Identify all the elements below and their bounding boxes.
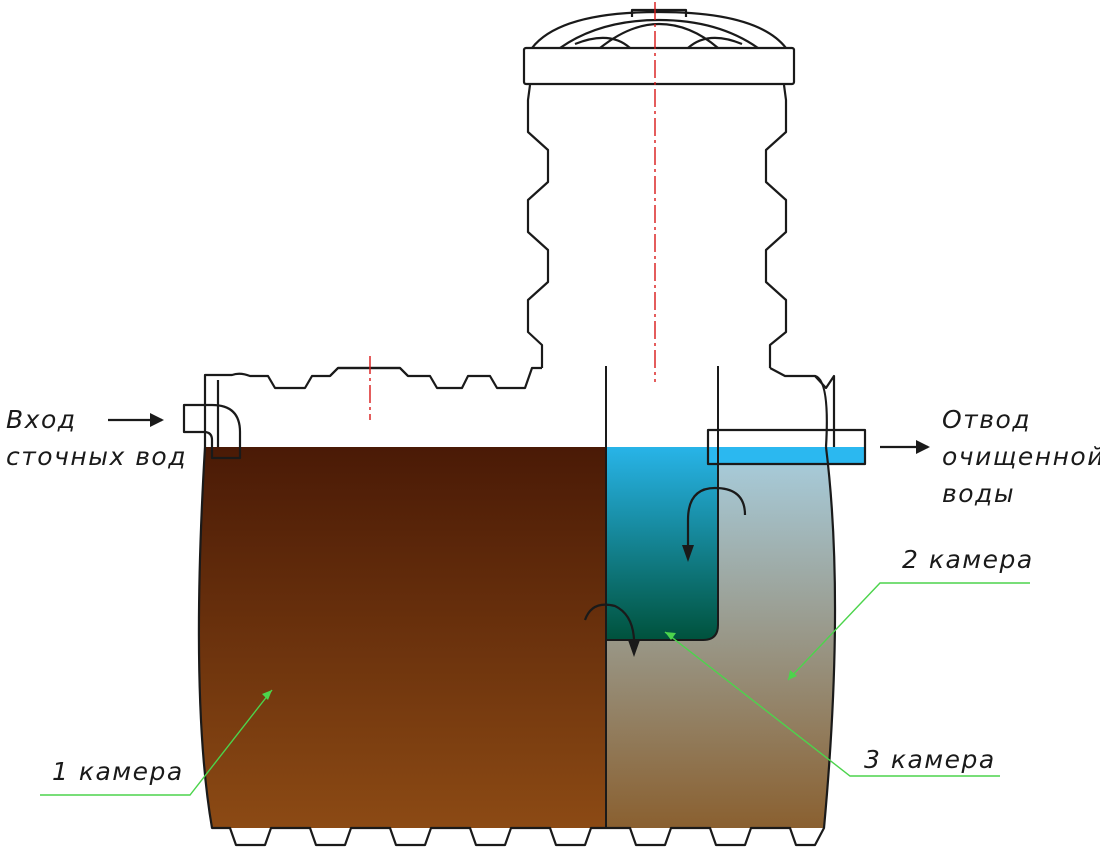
flow-arrow-chamber3: [686, 486, 747, 555]
leader-chamber-2: [787, 582, 1030, 681]
outlet-pipe-water: [709, 447, 864, 463]
outlet-label-line1: Отвод: [942, 405, 1031, 434]
leader-chamber-3: [664, 631, 1000, 777]
chamber-2-label: 2 камера: [902, 545, 1034, 574]
leader-chamber-1: [40, 689, 273, 796]
flow-arrow-chamber2: [583, 603, 636, 651]
partition-inner: [606, 366, 719, 641]
chamber-3-liquid: [606, 447, 718, 640]
leader-lines: [40, 582, 1030, 796]
inlet-label-line2: сточных вод: [6, 442, 187, 471]
partitions: [605, 366, 719, 828]
outlet-label-line3: воды: [942, 479, 1015, 508]
chamber-3-label: 3 камера: [864, 745, 996, 774]
tank-outline: [182, 8, 867, 847]
inlet-label-line1: Вход: [6, 405, 77, 434]
axis-lines: [369, 2, 656, 420]
flow-arrows: [108, 413, 930, 657]
chamber-1-label: 1 камера: [52, 757, 184, 786]
outlet-label-line2: очищенной: [942, 442, 1100, 471]
chamber-1-liquid: [198, 447, 606, 828]
